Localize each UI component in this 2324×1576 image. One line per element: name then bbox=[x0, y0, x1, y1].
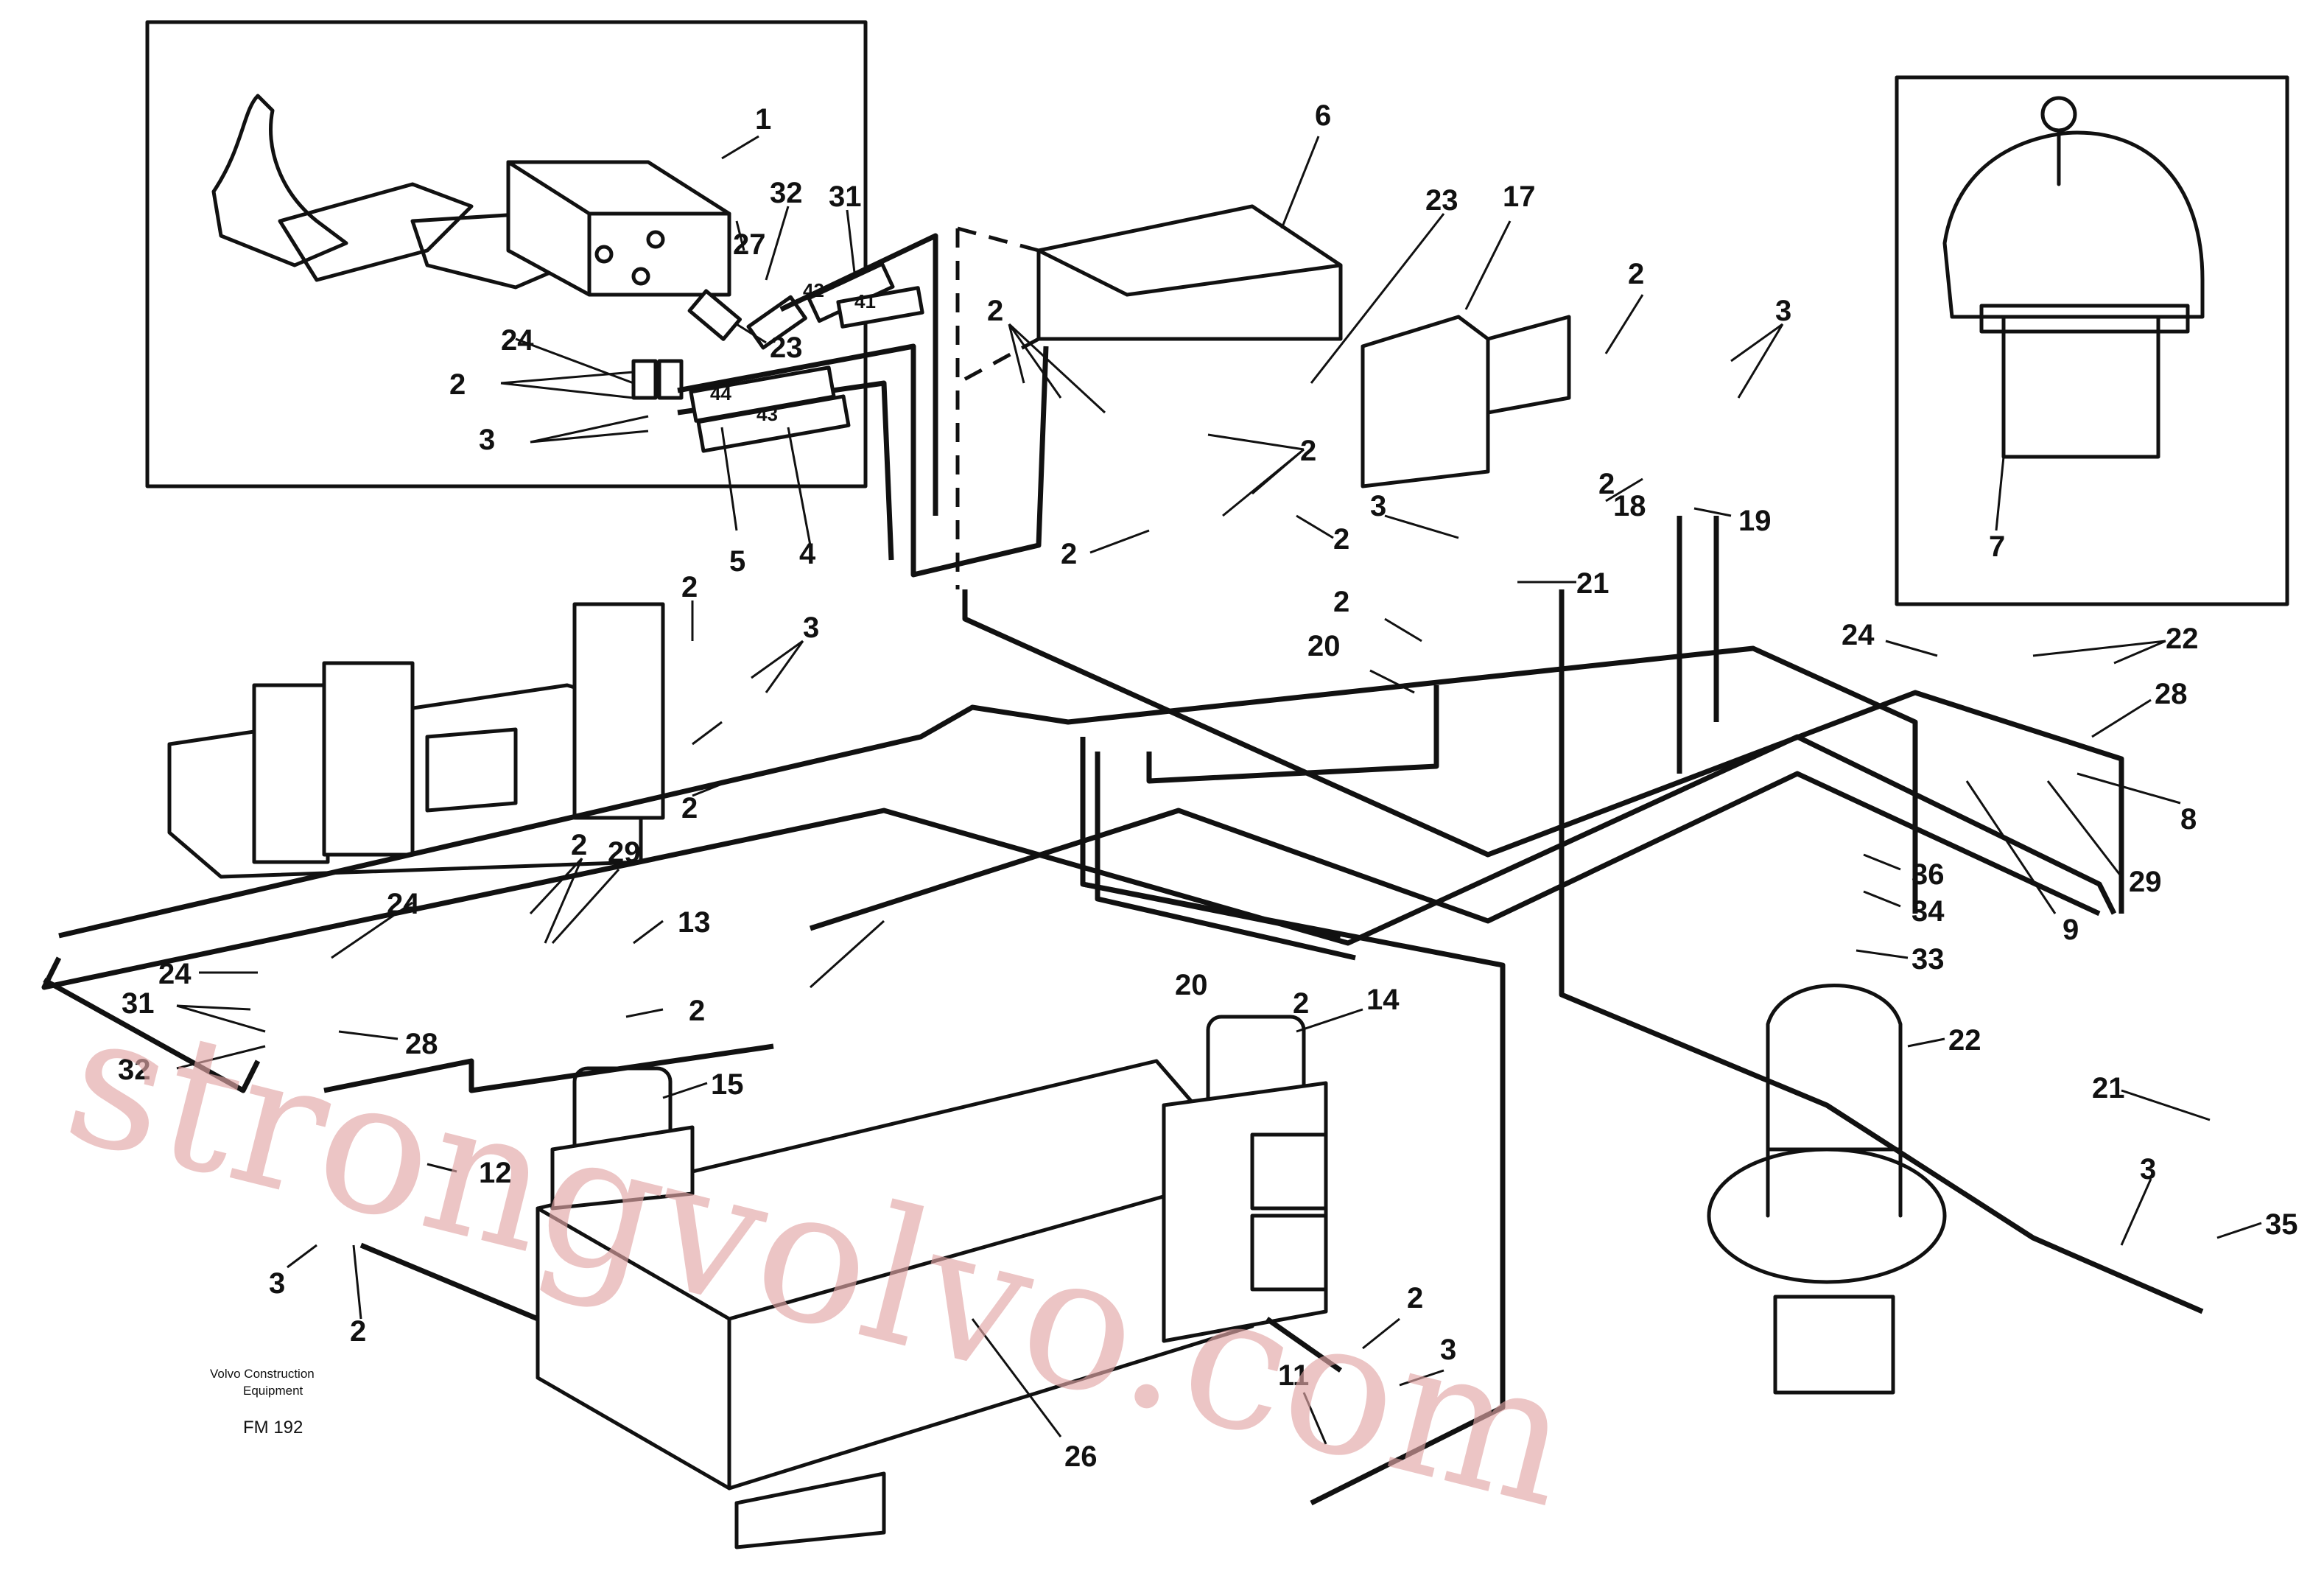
callout-23: 22 bbox=[2166, 623, 2199, 655]
callout-2-d: 2 bbox=[1061, 538, 1077, 570]
joystick-inset bbox=[1895, 75, 2289, 606]
callout-22: 22 bbox=[1948, 1024, 1981, 1057]
callout-3-b: 3 bbox=[1370, 490, 1386, 522]
callout-25-d: 24 bbox=[158, 958, 192, 990]
callout-14: 14 bbox=[1366, 984, 1400, 1016]
hose-tag-42: 42 bbox=[803, 279, 824, 301]
callout-19: 20 bbox=[1307, 630, 1341, 662]
leader-lines bbox=[176, 135, 2262, 1445]
hose-tags: 41 42 43 44 bbox=[710, 279, 876, 425]
callout-30-a: 29 bbox=[2129, 866, 2162, 898]
figure-code: FM 192 bbox=[243, 1418, 303, 1437]
callout-29-b: 28 bbox=[405, 1028, 438, 1060]
callout-15: 15 bbox=[711, 1068, 744, 1101]
callout-3-e: 3 bbox=[803, 612, 819, 644]
valve-15 bbox=[550, 1066, 695, 1211]
callout-33: 33 bbox=[1911, 943, 1945, 976]
callout-31-b: 31 bbox=[122, 987, 155, 1020]
callout-7: 7 bbox=[1989, 530, 2005, 563]
callout-2-k: 2 bbox=[571, 829, 587, 861]
valve-14 bbox=[1162, 1015, 1328, 1343]
callout-12: 12 bbox=[479, 1157, 512, 1189]
callout-2-a: 2 bbox=[1628, 258, 1644, 290]
callout-3-g: 3 bbox=[1440, 1334, 1456, 1366]
hose-tag-43: 43 bbox=[756, 403, 778, 425]
callout-2-f: 2 bbox=[1598, 468, 1615, 500]
pipe-routing bbox=[41, 516, 2204, 1506]
callout-2-g: 2 bbox=[1333, 586, 1349, 618]
callout-2-n: 2 bbox=[350, 1315, 366, 1348]
callout-13: 13 bbox=[678, 906, 711, 939]
valve-16 bbox=[1361, 315, 1571, 488]
callout-2-i: 2 bbox=[681, 571, 698, 603]
callout-2-l: 2 bbox=[689, 995, 705, 1027]
callout-16: 17 bbox=[1503, 181, 1536, 213]
callout-11: 11 bbox=[1278, 1359, 1309, 1392]
callout-27: 26 bbox=[1064, 1440, 1098, 1473]
callout-21: 21 bbox=[1576, 567, 1609, 600]
callout-2-o: 2 bbox=[1407, 1282, 1423, 1314]
callout-2-c: 2 bbox=[1300, 435, 1316, 467]
callout-25-a: 24 bbox=[1842, 619, 1875, 651]
distribution-block bbox=[955, 204, 1343, 589]
callout-9: 9 bbox=[2063, 914, 2079, 946]
callout-2-m: 2 bbox=[1293, 987, 1309, 1020]
callout-18: 19 bbox=[1738, 505, 1772, 537]
callout-5: 5 bbox=[729, 545, 745, 578]
hose-tag-41: 41 bbox=[854, 290, 876, 312]
callout-19-b: 20 bbox=[1175, 969, 1208, 1001]
hose-tag-44: 44 bbox=[710, 382, 731, 404]
callout-labels: 1 6 23 17 2 3 2 2 2 2 3 21 2 18 19 7 2 2… bbox=[118, 99, 2298, 1473]
callout-2-e: 2 bbox=[1333, 523, 1349, 556]
callout-6: 6 bbox=[1315, 99, 1331, 132]
company-line-2: Equipment bbox=[243, 1384, 303, 1398]
callout-3-c: 3 bbox=[2140, 1153, 2156, 1185]
callout-3-a: 3 bbox=[1775, 295, 1791, 327]
callout-2-b: 2 bbox=[987, 295, 1003, 327]
callout-1: 1 bbox=[755, 103, 771, 136]
callout-3-f: 3 bbox=[269, 1267, 285, 1300]
callout-2-j: 2 bbox=[681, 792, 698, 824]
callout-32-a: 32 bbox=[770, 177, 803, 209]
swivel-22 bbox=[1707, 984, 1947, 1395]
left-valve-bank bbox=[167, 602, 665, 879]
callout-2-h: 2 bbox=[449, 368, 466, 401]
callout-8: 8 bbox=[2180, 803, 2197, 836]
company-line-1: Volvo Construction bbox=[210, 1367, 315, 1381]
callout-35: 35 bbox=[2265, 1208, 2298, 1241]
callout-25-b: 24 bbox=[501, 324, 534, 357]
footer: Volvo Construction Equipment FM 192 bbox=[210, 1367, 315, 1437]
callout-30-b: 29 bbox=[608, 836, 641, 869]
callout-36: 36 bbox=[1911, 858, 1945, 891]
callout-17: 18 bbox=[1613, 490, 1646, 522]
callout-26: 23 bbox=[1425, 184, 1458, 217]
callout-28: 27 bbox=[733, 228, 766, 261]
callout-29-a: 28 bbox=[2155, 678, 2188, 710]
callout-24: 23 bbox=[770, 332, 803, 364]
callout-3-d: 3 bbox=[479, 424, 495, 456]
callout-25-c: 24 bbox=[387, 888, 420, 920]
callout-20: 21 bbox=[2092, 1072, 2125, 1104]
callout-4: 4 bbox=[799, 538, 816, 570]
pedal-valve-inset bbox=[145, 20, 1049, 578]
callout-32-b: 32 bbox=[118, 1054, 151, 1086]
callout-31-a: 31 bbox=[829, 181, 862, 213]
callout-34: 34 bbox=[1911, 895, 1945, 928]
